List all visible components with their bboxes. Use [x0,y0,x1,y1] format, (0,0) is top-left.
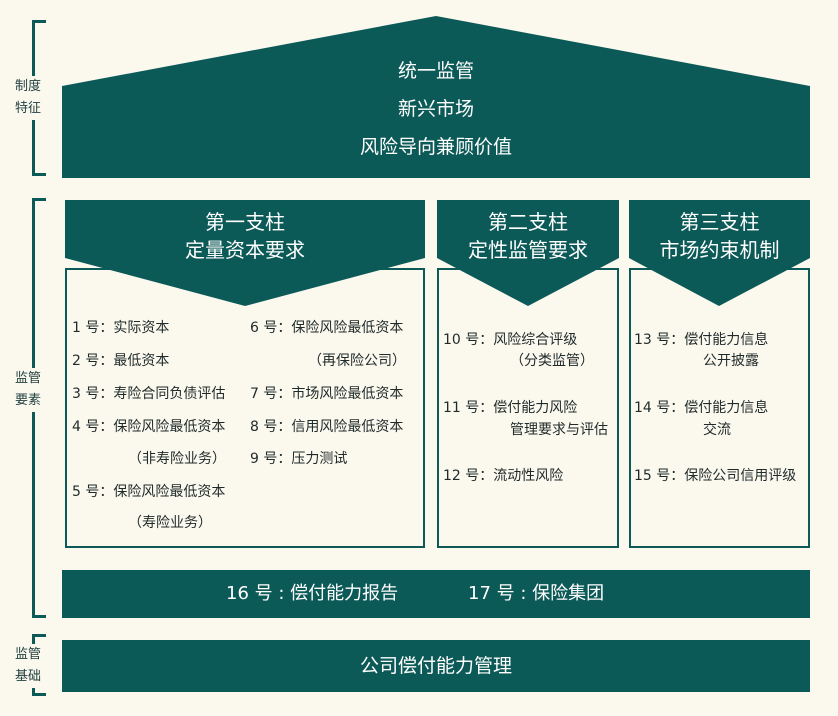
pillar1-item: 7 号：市场风险最低资本 [250,386,404,402]
pillar2-header-shape [437,200,619,306]
foundation-text: 公司偿付能力管理 [359,655,512,677]
roof-text: 统一监管 新兴市场 风险导向兼顾价值 [62,52,810,166]
system-features-label: 制度 特征 [8,76,48,120]
pillar2-title: 第二支柱 定性监管要求 [437,208,619,264]
group-17-label: 17 号 : 保险集团 [468,583,605,604]
pillar1-item: （寿险业务） [128,515,212,531]
pillar1-item: 4 号：保险风险最低资本 [72,419,226,435]
pillar3-header-shape [629,200,810,306]
pillar-title-line: 第一支柱 [205,210,285,234]
pillar1-item: 8 号：信用风险最低资本 [250,419,404,435]
roof-line: 新兴市场 [397,98,474,120]
pillar1-item: 3 号：寿险合同负债评估 [72,386,226,402]
roof-line: 风险导向兼顾价值 [359,136,512,158]
pillar3-item: 交流 [703,422,731,438]
report-16-label: 16 号 : 偿付能力报告 [226,583,399,604]
pillar-title-line: 定量资本要求 [185,238,305,262]
regulatory-elements-label: 监管 要素 [8,368,48,412]
pillar1-header-shape [65,200,425,306]
pillar3-item: 公开披露 [703,353,759,369]
pillar2-box [437,268,619,548]
pillar1-item: （再保险公司） [308,353,406,369]
roof-shape [62,16,810,178]
label-line: 监管 [14,647,41,662]
label-line: 监管 [14,371,41,386]
label-line: 基础 [14,669,41,684]
roof-line: 统一监管 [397,60,474,82]
pillar1-item: 6 号：保险风险最低资本 [250,320,404,336]
foundation-label: 监管 基础 [8,644,48,688]
pillar1-box [65,268,425,548]
pillar3-title: 第三支柱 市场约束机制 [629,208,810,264]
foundation-bar [62,640,810,692]
pillar-title-line: 第二支柱 [488,210,568,234]
pillar2-item: 12 号：流动性风险 [443,468,564,484]
pillar2-item: 管理要求与评估 [510,422,608,438]
pillar1-title: 第一支柱 定量资本要求 [65,208,425,264]
pillar3-item: 13 号：偿付能力信息 [634,332,769,348]
pillar3-item: 14 号：偿付能力信息 [634,400,769,416]
pillar1-item: 2 号：最低资本 [72,353,170,369]
pillar1-item: 9 号：压力测试 [250,451,348,467]
pillar-title-line: 定性监管要求 [468,238,588,262]
label-line: 要素 [14,393,41,408]
pillar-title-line: 市场约束机制 [659,238,780,262]
label-line: 制度 [14,79,41,94]
pillar1-item: （非寿险业务） [128,451,226,467]
reporting-bar [62,570,810,618]
pillar2-item: 10 号：风险综合评级 [443,332,578,348]
label-line: 特征 [14,101,41,116]
pillar2-item: 11 号：偿付能力风险 [443,400,578,416]
pillar1-item: 1 号：实际资本 [72,320,170,336]
pillar1-item: 5 号：保险风险最低资本 [72,484,226,500]
pillar3-box [629,268,810,548]
pillar-title-line: 第三支柱 [679,210,760,234]
pillar3-item: 15 号：保险公司信用评级 [634,468,797,484]
pillar2-item: （分类监管） [510,353,594,369]
